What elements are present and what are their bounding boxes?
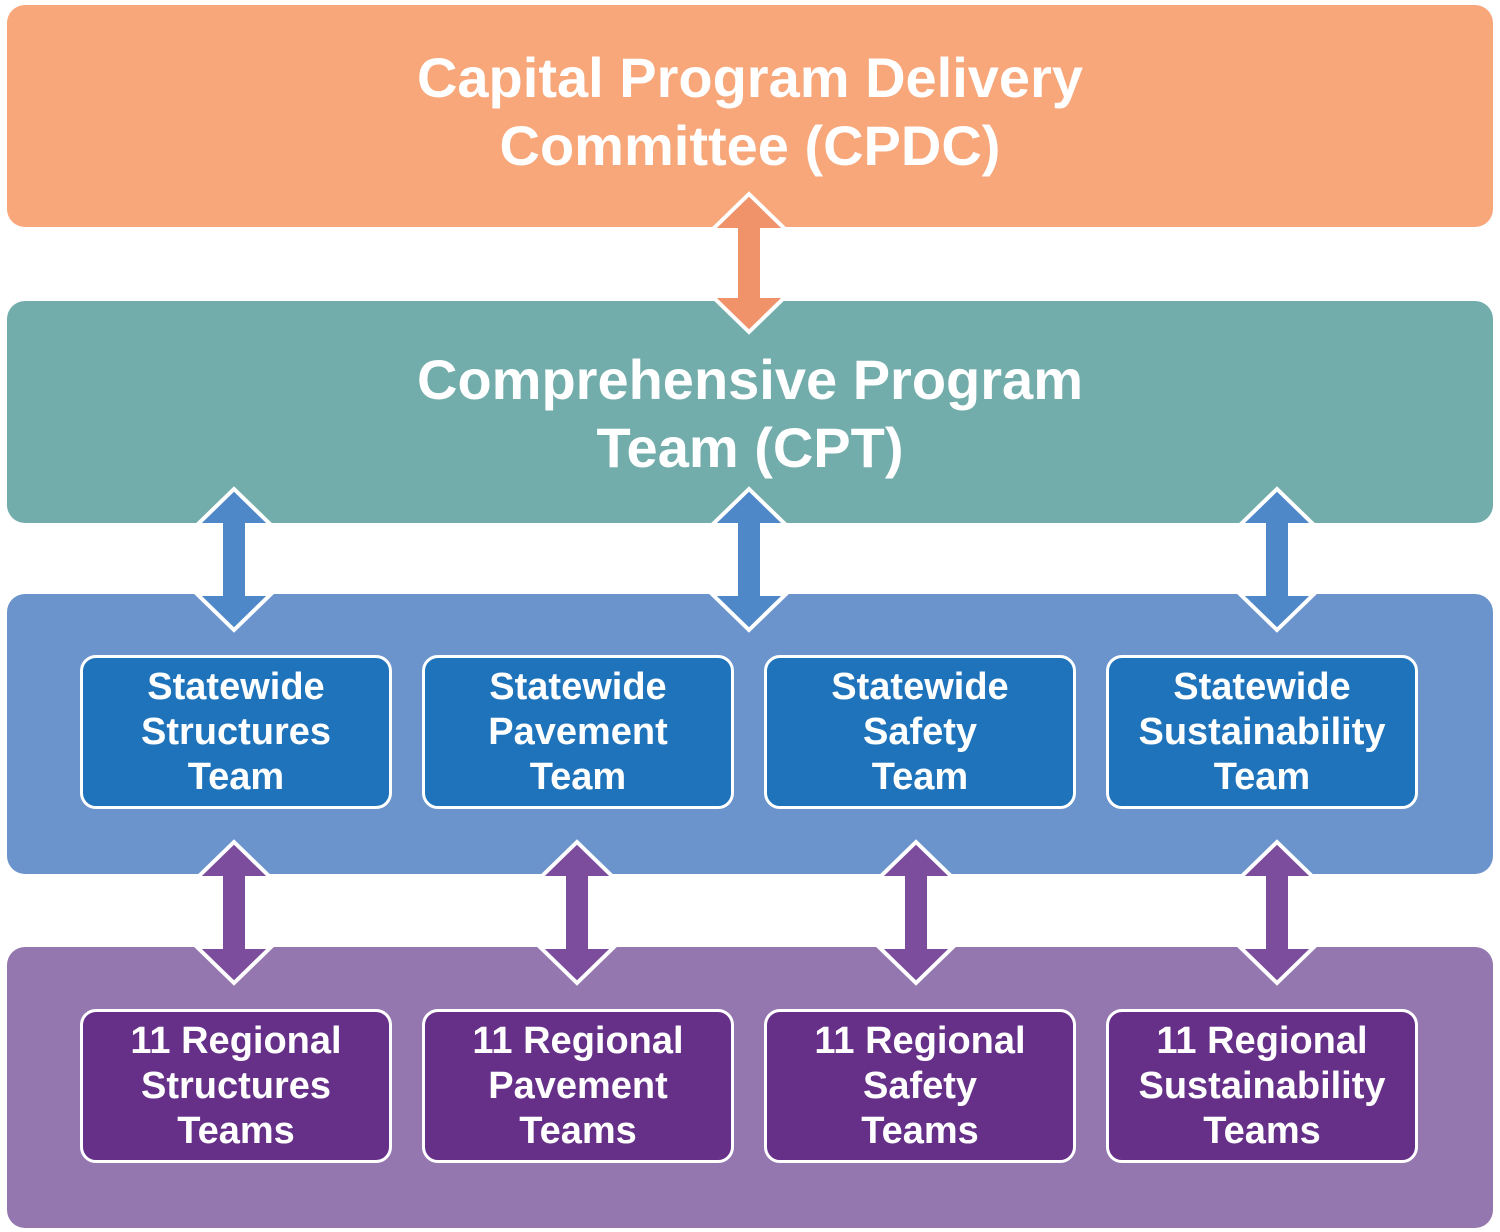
cpt-title: Comprehensive Program Team (CPT) [0, 346, 1500, 482]
team-label-line2: Structures [140, 1064, 332, 1107]
team-label-line1: Statewide [831, 665, 1009, 708]
statewide-sustainability-team-box: Statewide Sustainability Team [1106, 655, 1418, 809]
team-label-line2: Safety [862, 1064, 978, 1107]
regional-pavement-teams-box: 11 Regional Pavement Teams [422, 1009, 734, 1163]
statewide-structures-team-box: Statewide Structures Team [80, 655, 392, 809]
team-label-line1: Statewide [489, 665, 667, 708]
cpdc-title: Capital Program Delivery Committee (CPDC… [0, 44, 1500, 180]
team-label-line2: Sustainability [1138, 1064, 1386, 1107]
double-arrow-icon [1235, 839, 1319, 986]
double-arrow-icon [874, 839, 958, 986]
regional-sustainability-teams-box: 11 Regional Sustainability Teams [1106, 1009, 1418, 1163]
regional-safety-teams-box: 11 Regional Safety Teams [764, 1009, 1076, 1163]
cpdc-band [7, 5, 1493, 227]
team-label-line3: Teams [1203, 1109, 1321, 1152]
team-label-line3: Team [529, 755, 627, 798]
double-arrow-icon [192, 486, 276, 633]
team-label-line1: Statewide [1173, 665, 1351, 708]
double-arrow-icon [1235, 486, 1319, 633]
team-label-line3: Teams [861, 1109, 979, 1152]
statewide-pavement-team-box: Statewide Pavement Team [422, 655, 734, 809]
regional-structures-teams-box: 11 Regional Structures Teams [80, 1009, 392, 1163]
team-label-line1: 11 Regional [130, 1019, 342, 1062]
team-label-line2: Safety [862, 710, 978, 753]
team-label-line1: 11 Regional [1156, 1019, 1368, 1062]
double-arrow-icon [707, 486, 791, 633]
double-arrow-icon [535, 839, 619, 986]
team-label-line3: Team [1213, 755, 1311, 798]
cpdc-title-line1: Capital Program Delivery [416, 46, 1084, 109]
team-label-line3: Team [187, 755, 285, 798]
cpt-title-line2: Team (CPT) [596, 416, 904, 479]
team-label-line2: Structures [140, 710, 332, 753]
team-label-line2: Pavement [488, 1064, 668, 1107]
team-label-line3: Teams [177, 1109, 295, 1152]
double-arrow-icon [707, 191, 791, 335]
team-label-line2: Sustainability [1138, 710, 1386, 753]
cpt-title-line1: Comprehensive Program [417, 348, 1083, 411]
team-label-line1: 11 Regional [814, 1019, 1026, 1062]
statewide-safety-team-box: Statewide Safety Team [764, 655, 1076, 809]
cpt-band [7, 301, 1493, 523]
team-label-line2: Pavement [488, 710, 668, 753]
team-label-line1: 11 Regional [472, 1019, 684, 1062]
double-arrow-icon [192, 839, 276, 986]
team-label-line1: Statewide [147, 665, 325, 708]
cpdc-title-line2: Committee (CPDC) [499, 114, 1001, 177]
team-label-line3: Team [871, 755, 969, 798]
team-label-line3: Teams [519, 1109, 637, 1152]
